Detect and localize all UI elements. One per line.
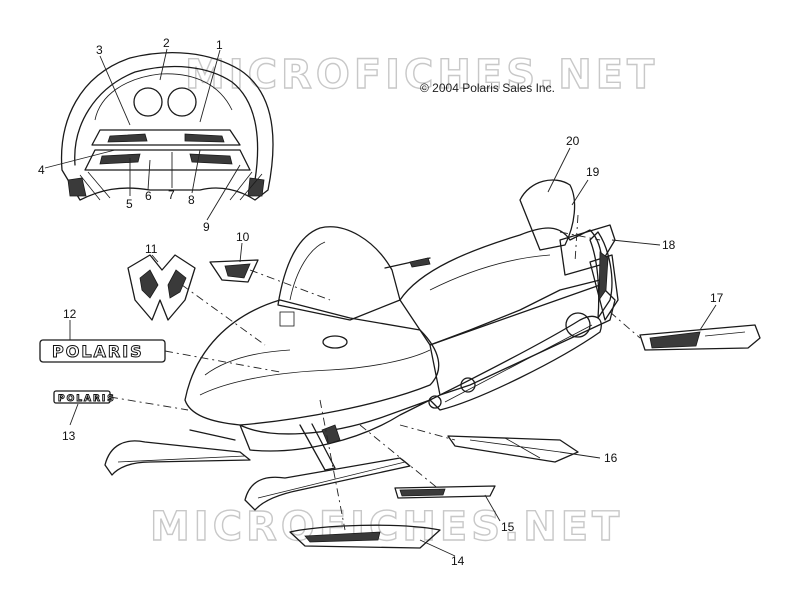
decal-11: [127, 254, 196, 321]
callout-12: 12: [63, 307, 77, 321]
callout-17: 17: [710, 291, 724, 305]
callout-1: 1: [216, 38, 223, 52]
callout-3: 3: [96, 43, 103, 57]
callout-13: 13: [62, 429, 76, 443]
leader-lines: [44, 48, 717, 557]
callout-9: 9: [203, 220, 210, 234]
callout-14: 14: [451, 554, 465, 568]
decal-10: [209, 259, 259, 283]
watermark-bottom: MICROFICHES.NET: [150, 504, 623, 550]
callout-2: 2: [163, 36, 170, 50]
callout-6: 6: [145, 189, 152, 203]
callout-4: 4: [38, 163, 45, 177]
callout-10: 10: [236, 230, 250, 244]
decal-15: [394, 485, 496, 499]
decal-14: [289, 524, 441, 549]
decal-16: [447, 435, 579, 463]
callout-11: 11: [145, 242, 158, 256]
callout-7: 7: [168, 188, 175, 202]
callout-20: 20: [566, 134, 580, 148]
decal-12-text: POLARIS: [52, 342, 144, 361]
decal-12: POLARIS: [39, 339, 166, 363]
callout-16: 16: [604, 451, 618, 465]
decal-18: [589, 231, 613, 319]
callout-labels: 1 2 3 4 5 6 7 8 9 10 11 12 13 14 15 16 1…: [38, 36, 724, 568]
decal-13-text: POLARIS: [58, 394, 116, 404]
callout-15: 15: [501, 520, 515, 534]
callout-18: 18: [662, 238, 676, 252]
decal-17: [639, 324, 761, 351]
snowmobile-illustration: [104, 179, 619, 511]
watermark-top: MICROFICHES.NET: [185, 52, 658, 98]
decal-13: POLARIS: [53, 390, 116, 405]
callout-5: 5: [126, 197, 133, 211]
copyright-text: © 2004 Polaris Sales Inc.: [420, 81, 555, 95]
callout-19: 19: [586, 165, 600, 179]
callout-8: 8: [188, 193, 195, 207]
